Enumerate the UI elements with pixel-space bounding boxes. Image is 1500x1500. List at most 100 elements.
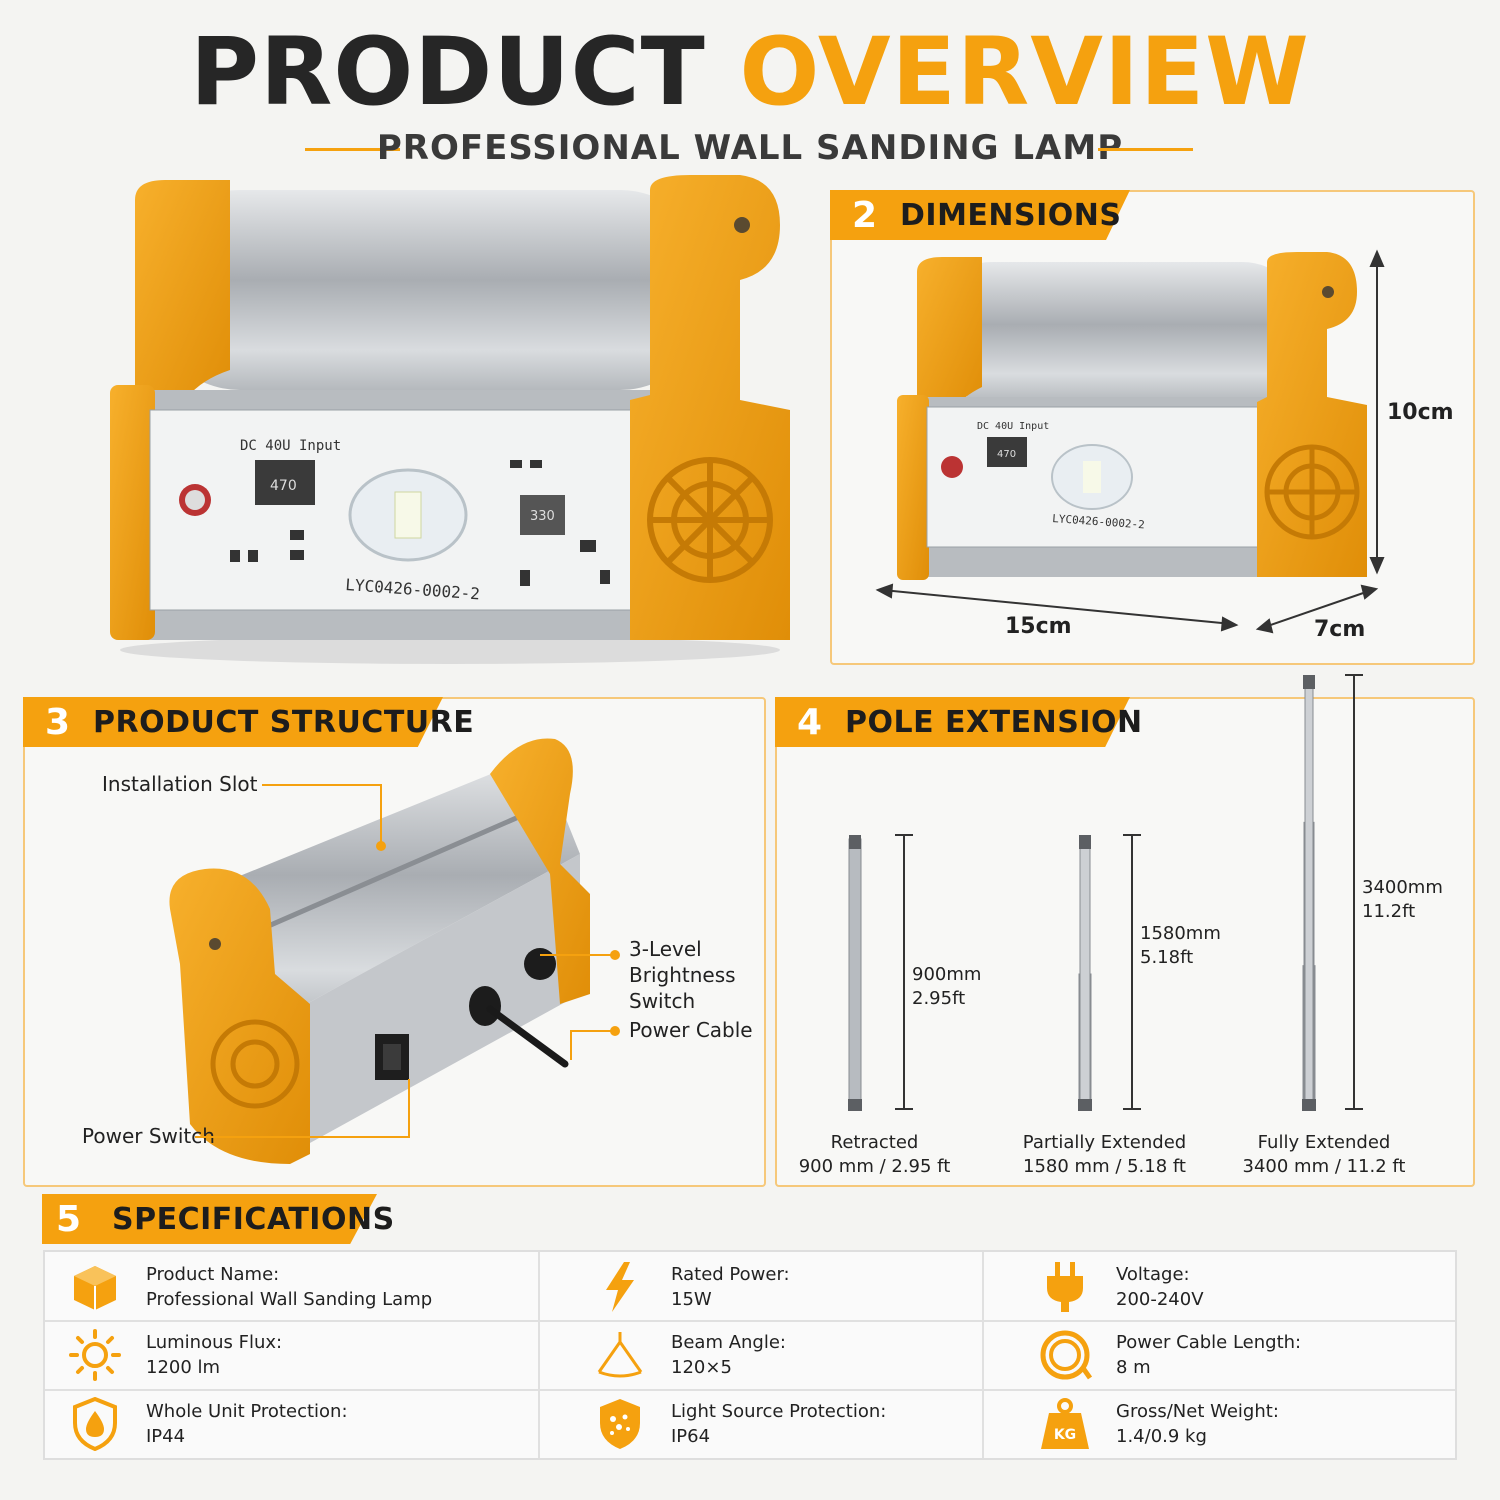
pole-1-top-cap: [1079, 835, 1091, 849]
spec-luminous-flux: Luminous Flux: 1200 lm: [60, 1324, 282, 1386]
spec-voltage-value: 200-240V: [1116, 1289, 1204, 1310]
pole-extension-tag: 4 POLE EXTENSION: [775, 697, 1143, 747]
specifications-tag-background: [42, 1194, 377, 1244]
dimension-arrows: [875, 249, 1385, 634]
weight-icon: KG: [1030, 1394, 1100, 1454]
pole-extension-label: POLE EXTENSION: [845, 704, 1143, 740]
pole-2: [1302, 674, 1363, 1111]
specifications-tag: 5 SPECIFICATIONS: [42, 1194, 395, 1244]
pole-retracted-state: Retracted: [830, 1132, 919, 1153]
hero-inductor-1: 470: [270, 478, 297, 494]
installation-slot-leader: [262, 784, 382, 786]
pole-full-ft: 11.2ft: [1362, 901, 1416, 922]
weight-badge-text: KG: [1054, 1427, 1076, 1443]
dimensions-panel: 2 DIMENSIONS DC 40U Input LYC0426-0002-2…: [830, 190, 1475, 665]
pole-partial-ft: 5.18ft: [1140, 947, 1194, 968]
spec-rated-power-key: Rated Power:: [671, 1264, 790, 1285]
structure-lamp-image: [169, 738, 590, 1164]
dim-inductor-1: 470: [997, 449, 1016, 460]
dimensions-tag: 2 DIMENSIONS: [830, 190, 1130, 240]
pole-extension-panel: 4 POLE EXTENSION 900mm 2.95ft 1580mm 5.1…: [775, 674, 1475, 1187]
pole-partial-mm: 1580mm: [1140, 923, 1221, 944]
spec-weight-value: 1.4/0.9 kg: [1116, 1426, 1207, 1447]
hero-inductor-2: 330: [530, 509, 555, 524]
pole-diagram: [848, 674, 1363, 1111]
power-cable-callout: Power Cable: [629, 1018, 753, 1042]
installation-slot-callout: Installation Slot: [102, 772, 258, 796]
specifications-table: Product Name: Professional Wall Sanding L…: [43, 1250, 1457, 1460]
pole-1-bottom-cap: [1078, 1099, 1092, 1111]
installation-slot-dot: [376, 841, 386, 851]
title-part1: PRODUCT: [190, 18, 706, 127]
depth-dimension: 7cm: [1314, 617, 1366, 642]
power-cable-leader: [570, 1030, 615, 1032]
pole-full-caption: Fully Extended 3400 mm / 11.2 ft: [1224, 1131, 1424, 1179]
pole-0: [848, 834, 913, 1111]
pole-retracted-summary: 900 mm / 2.95 ft: [798, 1156, 951, 1177]
brightness-switch-dot: [610, 950, 620, 960]
spec-luminous-flux-key: Luminous Flux:: [146, 1332, 283, 1353]
lightning-icon: [585, 1257, 655, 1317]
pole-retracted-caption: Retracted 900 mm / 2.95 ft: [777, 1131, 972, 1179]
spec-beam-angle: Beam Angle:120×5: [585, 1324, 786, 1386]
structure-panel: 3 PRODUCT STRUCTURE Installation Slot: [23, 697, 766, 1187]
spec-voltage: Voltage: 200-240V: [1030, 1256, 1204, 1318]
spec-rated-power-value: 15W: [671, 1289, 712, 1310]
pole-1-segment-1: [1079, 838, 1091, 1110]
spec-product-name: Product Name: Professional Wall Sanding L…: [60, 1256, 432, 1318]
power-switch-callout: Power Switch: [82, 1124, 215, 1148]
pole-retracted-mm: 900mm: [912, 964, 982, 985]
spec-light-source-protection-key: Light Source Protection:: [671, 1401, 887, 1422]
pole-0-top-cap: [849, 835, 861, 849]
spec-divider-h1: [45, 1320, 1455, 1322]
plug-icon: [1030, 1257, 1100, 1317]
dim-board-input-label: DC 40U Input: [977, 421, 1049, 432]
spec-product-name-value: Professional Wall Sanding Lamp: [146, 1289, 433, 1310]
pole-extension-tag-background: [775, 697, 1130, 747]
pole-partial-summary: 1580 mm / 5.18 ft: [1023, 1156, 1186, 1177]
page-subtitle: PROFESSIONAL WALL SANDING LAMP: [376, 128, 1124, 168]
dimensions-tag-background: [830, 190, 1130, 240]
pole-full-length: 3400mm 11.2ft: [1362, 876, 1443, 924]
brightness-switch-leader: [540, 954, 615, 956]
pole-partial-length: 1580mm 5.18ft: [1140, 922, 1221, 970]
hero-lamp-image: DC 40U Input LYC0426-0002-2 470 330: [110, 175, 790, 664]
spec-luminous-flux-value: 1200 lm: [146, 1357, 221, 1378]
pole-partial-state: Partially Extended: [1022, 1132, 1187, 1153]
power-switch-leader-rise: [408, 1079, 410, 1138]
brightness-callout-line2: Brightness Switch: [629, 963, 736, 1013]
structure-label: PRODUCT STRUCTURE: [93, 704, 475, 740]
subtitle-rule-left: [305, 148, 400, 151]
spec-product-name-key: Product Name:: [146, 1264, 280, 1285]
spec-whole-unit-protection-key: Whole Unit Protection:: [146, 1401, 348, 1422]
height-dimension: 10cm: [1387, 400, 1454, 425]
width-dimension: 15cm: [1005, 614, 1072, 639]
pole-extension-number: 4: [797, 701, 823, 743]
structure-tag-background: [23, 697, 443, 747]
spec-whole-unit-protection-value: IP44: [146, 1426, 186, 1447]
dimensions-lamp-image: DC 40U Input LYC0426-0002-2 470: [897, 252, 1367, 580]
pole-1: [1078, 834, 1141, 1111]
pole-0-bottom-cap: [848, 1099, 862, 1111]
pole-retracted-length: 900mm 2.95ft: [912, 963, 981, 1011]
spec-weight-key: Gross/Net Weight:: [1116, 1401, 1279, 1422]
subtitle-rule-right: [1098, 148, 1193, 151]
pole-full-summary: 3400 mm / 11.2 ft: [1242, 1156, 1406, 1177]
pole-full-mm: 3400mm: [1362, 877, 1443, 898]
specifications-label: SPECIFICATIONS: [112, 1201, 395, 1237]
pole-full-state: Fully Extended: [1257, 1132, 1391, 1153]
spec-voltage-key: Voltage:: [1116, 1264, 1190, 1285]
spec-cable-length: Power Cable Length:8 m: [1030, 1324, 1301, 1386]
spec-divider-v2: [982, 1252, 984, 1458]
pole-0-segment-0: [848, 838, 862, 1110]
hero-board-input-label: DC 40U Input: [240, 438, 341, 454]
specifications-number: 5: [56, 1198, 82, 1240]
pole-partial-caption: Partially Extended 1580 mm / 5.18 ft: [1002, 1131, 1207, 1179]
spec-divider-h2: [45, 1389, 1455, 1391]
pole-2-bottom-cap: [1302, 1099, 1316, 1111]
page-title: PRODUCT OVERVIEW: [0, 18, 1500, 128]
power-cable-dot: [610, 1026, 620, 1036]
box-icon: [60, 1257, 130, 1317]
spec-whole-unit-protection: Whole Unit Protection: IP44: [60, 1393, 348, 1455]
pole-2-top-cap: [1303, 675, 1315, 689]
